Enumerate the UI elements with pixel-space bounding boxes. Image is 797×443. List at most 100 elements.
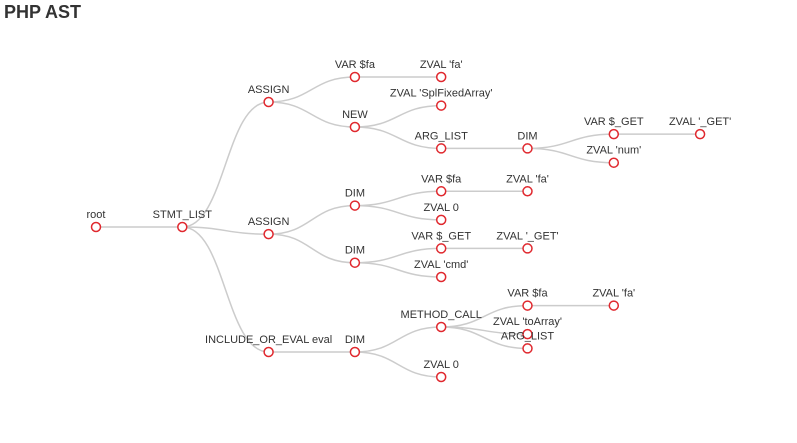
node-label: DIM xyxy=(517,130,537,142)
node-circle-icon[interactable] xyxy=(435,143,447,154)
node-circle-icon[interactable] xyxy=(349,71,361,83)
tree-node[interactable]: DIM xyxy=(517,130,538,154)
node-label: METHOD_CALL xyxy=(401,309,482,321)
tree-links xyxy=(95,76,701,378)
node-circle-icon[interactable] xyxy=(435,71,447,83)
node-circle-icon[interactable] xyxy=(522,343,533,354)
tree-node[interactable]: DIM xyxy=(345,245,365,268)
node-circle-icon[interactable] xyxy=(522,243,533,254)
node-circle-icon[interactable] xyxy=(435,186,447,197)
node-circle-icon[interactable] xyxy=(435,371,447,383)
node-circle-icon[interactable] xyxy=(263,228,274,240)
tree-link xyxy=(527,133,614,150)
tree-link xyxy=(268,233,355,264)
tree-node[interactable]: ZVAL '_GET' xyxy=(669,116,731,140)
tree-node[interactable]: ZVAL 'num' xyxy=(586,145,641,168)
tree-node[interactable]: INCLUDE_OR_EVAL eval xyxy=(205,334,332,358)
node-label: ASSIGN xyxy=(248,216,290,228)
node-circle-icon[interactable] xyxy=(522,300,533,311)
tree-link xyxy=(354,261,442,278)
tree-link xyxy=(268,76,355,103)
node-label: DIM xyxy=(345,245,365,257)
node-label: ZVAL 'num' xyxy=(586,145,641,157)
tree-link xyxy=(354,126,442,150)
node-label: ZVAL 0 xyxy=(423,202,458,214)
tree-node[interactable]: ZVAL 'fa' xyxy=(506,173,549,197)
tree-node[interactable]: ZVAL 'toArray' xyxy=(493,316,562,340)
node-label: VAR $fa xyxy=(507,288,548,300)
node-circle-icon[interactable] xyxy=(435,321,447,333)
node-label: ZVAL 'cmd' xyxy=(414,259,468,271)
tree-node[interactable]: ARG_LIST xyxy=(501,330,554,354)
node-circle-icon[interactable] xyxy=(435,243,447,254)
tree-node[interactable]: STMT_LIST xyxy=(153,209,213,233)
node-circle-icon[interactable] xyxy=(522,143,533,154)
node-label: ARG_LIST xyxy=(501,330,554,342)
tree-node[interactable]: ZVAL 'SplFixedArray' xyxy=(390,88,493,111)
tree-link xyxy=(182,226,269,235)
tree-link xyxy=(268,204,355,235)
node-label: ARG_LIST xyxy=(415,130,468,142)
node-label: ASSIGN xyxy=(248,84,290,96)
tree-node[interactable]: VAR $fa xyxy=(507,288,548,311)
node-circle-icon[interactable] xyxy=(435,100,447,111)
node-label: VAR $fa xyxy=(335,59,376,71)
tree-node[interactable]: VAR $_GET xyxy=(584,116,644,140)
tree-link xyxy=(354,326,442,353)
tree-node[interactable]: DIM xyxy=(345,334,365,358)
node-label: ZVAL '_GET' xyxy=(496,230,558,242)
node-label: VAR $_GET xyxy=(584,116,644,128)
node-label: NEW xyxy=(342,109,368,121)
node-label: ZVAL 'fa' xyxy=(592,288,635,300)
node-label: ZVAL 'fa' xyxy=(506,173,549,185)
node-circle-icon[interactable] xyxy=(522,186,533,197)
tree-node[interactable]: ZVAL '_GET' xyxy=(496,230,559,254)
tree-link xyxy=(354,247,442,264)
node-circle-icon[interactable] xyxy=(608,157,620,168)
tree-node[interactable]: ASSIGN xyxy=(248,84,290,108)
tree-node[interactable]: VAR $fa xyxy=(421,173,462,197)
node-circle-icon[interactable] xyxy=(349,257,361,268)
tree-link xyxy=(268,101,355,128)
node-label: ZVAL 0 xyxy=(423,359,458,371)
node-circle-icon[interactable] xyxy=(522,328,533,340)
node-label: INCLUDE_OR_EVAL eval xyxy=(205,334,332,346)
tree-node[interactable]: ZVAL 'cmd' xyxy=(414,259,468,283)
tree-node[interactable]: VAR $fa xyxy=(335,59,376,83)
tree-node[interactable]: ZVAL 0 xyxy=(423,359,459,383)
tree-link xyxy=(441,304,528,328)
node-circle-icon[interactable] xyxy=(694,128,706,140)
tree-node[interactable]: ZVAL 'fa' xyxy=(420,59,463,83)
node-label: DIM xyxy=(345,188,365,200)
node-circle-icon[interactable] xyxy=(349,200,361,211)
tree-node[interactable]: ASSIGN xyxy=(248,216,290,240)
tree-node[interactable]: NEW xyxy=(342,109,368,133)
tree-link xyxy=(354,204,442,221)
node-circle-icon[interactable] xyxy=(349,121,361,133)
tree-node[interactable]: DIM xyxy=(345,188,365,211)
tree-node[interactable]: METHOD_CALL xyxy=(401,309,482,333)
node-label: ZVAL 'toArray' xyxy=(493,316,562,328)
tree-node[interactable]: ARG_LIST xyxy=(415,130,468,154)
node-circle-icon[interactable] xyxy=(177,221,188,233)
node-circle-icon[interactable] xyxy=(435,214,447,226)
node-circle-icon[interactable] xyxy=(608,300,620,311)
node-circle-icon[interactable] xyxy=(349,346,361,358)
tree-node[interactable]: root xyxy=(87,209,106,233)
node-label: DIM xyxy=(345,334,365,346)
node-circle-icon[interactable] xyxy=(263,96,274,108)
node-label: ZVAL '_GET' xyxy=(669,116,731,128)
node-label: VAR $_GET xyxy=(411,230,471,242)
tree-node[interactable]: ZVAL 0 xyxy=(423,202,459,226)
node-circle-icon[interactable] xyxy=(435,271,447,283)
node-circle-icon[interactable] xyxy=(608,128,620,140)
tree-node[interactable]: ZVAL 'fa' xyxy=(592,288,635,311)
node-circle-icon[interactable] xyxy=(90,221,102,233)
tree-link xyxy=(441,326,528,350)
tree-link xyxy=(182,226,269,353)
node-label: STMT_LIST xyxy=(153,209,213,221)
node-circle-icon[interactable] xyxy=(263,346,274,358)
tree-node[interactable]: VAR $_GET xyxy=(411,230,471,254)
